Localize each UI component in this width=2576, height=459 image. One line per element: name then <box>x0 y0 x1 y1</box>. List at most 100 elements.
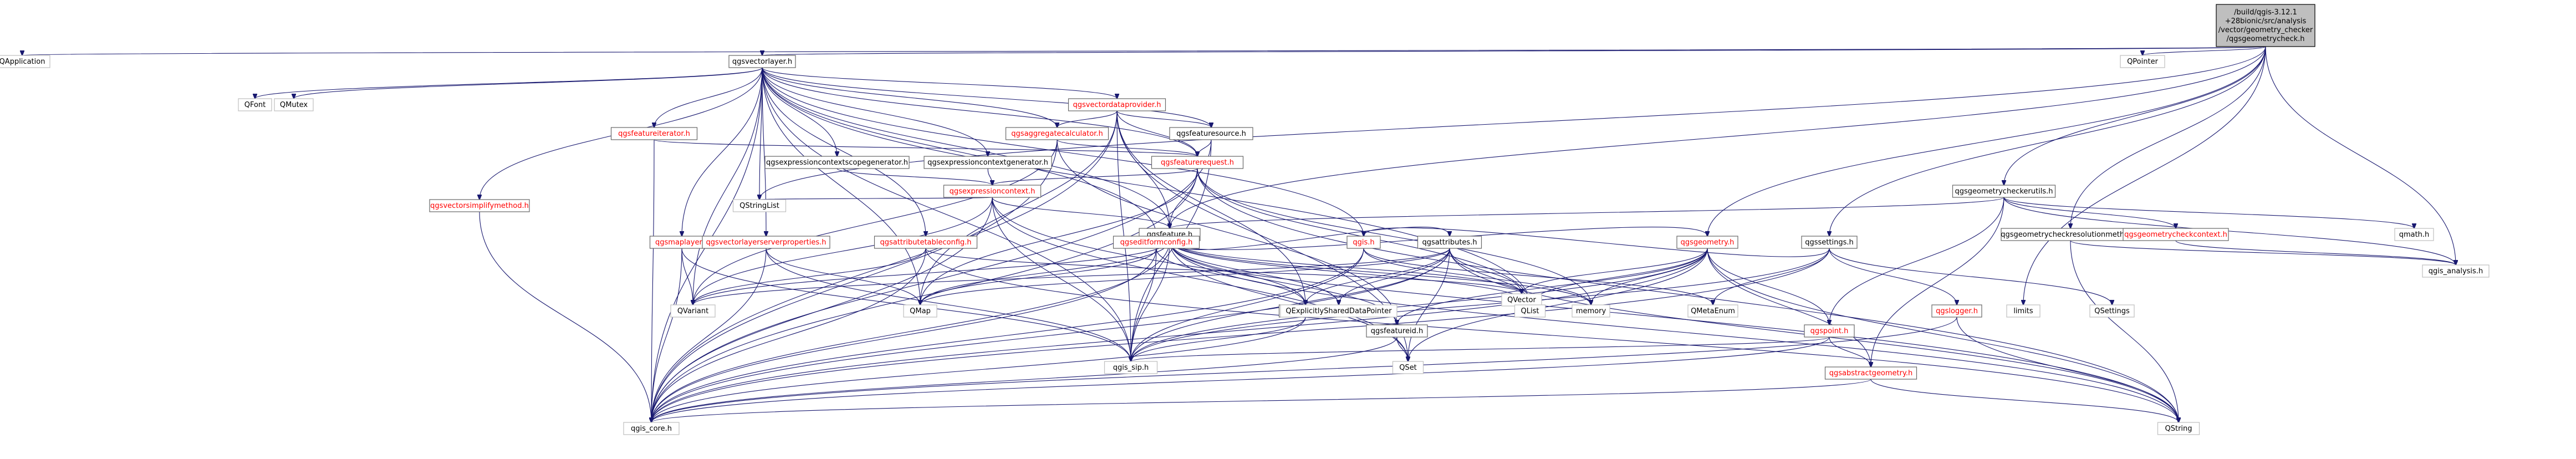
edge-qgsexpressioncontextgenerator-to-qgsexpressioncontext <box>987 168 992 185</box>
edge-qgslogger-to-qstring <box>1956 317 2179 422</box>
node-box-qgsaggregatecalculator <box>1005 127 1109 140</box>
node-qgsattributetableconfig[interactable]: qgsattributetableconfig.h <box>874 236 978 249</box>
node-qstring: QString <box>2157 422 2200 435</box>
node-qgseditformconfig[interactable]: qgseditformconfig.h <box>1113 236 1200 249</box>
node-box-qvariant <box>670 304 716 318</box>
node-label-qstring: QString <box>2165 425 2192 433</box>
node-qgsgeometrycheckerutils[interactable]: qgsgeometrycheckerutils.h <box>1952 185 2056 198</box>
node-qgsvectordataprovider[interactable]: qgsvectordataprovider.h <box>1068 98 1166 111</box>
edge-qgsvectorlayerserverproperties-to-qgis_core <box>651 248 767 422</box>
edge-qgsvectordataprovider-to-qgsfields <box>1116 110 1305 305</box>
node-label-qgsmaplayer: qgsmaplayer.h <box>655 238 708 247</box>
node-qgsvectorlayerserverproperties[interactable]: qgsvectorlayerserverproperties.h <box>702 236 830 249</box>
node-label-qvector: QVector <box>1507 296 1536 304</box>
edge-qgseditformconfig-to-qmap <box>920 248 1157 305</box>
node-label-qgsabstractgeometry: qgsabstractgeometry.h <box>1829 369 1912 378</box>
node-label-qset: QSet <box>1399 364 1417 372</box>
edge-qgis-to-qgis_core <box>651 248 1364 422</box>
node-box-qpointer <box>2120 55 2165 68</box>
node-label-qgsattributetableconfig: qgsattributetableconfig.h <box>880 238 971 247</box>
node-label-limits: limits <box>2013 307 2033 315</box>
node-qmath: qmath.h <box>2394 228 2434 241</box>
edge-qgsattributetableconfig-to-qstring <box>925 248 2179 422</box>
node-label-qpointer: QPointer <box>2127 58 2159 66</box>
edge-qgis-to-qgis_sip <box>1131 248 1364 361</box>
edge-qgsgeometry-to-qstring <box>1707 248 2179 422</box>
edge-qgsvectorlayer-to-qgsattributetableconfig <box>762 67 926 236</box>
node-qgsfeatureiterator[interactable]: qgsfeatureiterator.h <box>610 127 698 140</box>
node-qgsvectorlayer[interactable]: qgsvectorlayer.h <box>728 55 796 68</box>
node-label-qgsexpressioncontext: qgsexpressioncontext.h <box>950 187 1035 196</box>
node-label-qfont: QFont <box>244 101 266 109</box>
edge-qgsvectorlayer-to-qgsvectordataprovider <box>762 67 1117 99</box>
node-label-qgsgeometry: qgsgeometry.h <box>1681 238 1735 247</box>
edge-qgsgeometrycheckerutils-to-qgis_analysis <box>2003 197 2456 265</box>
edge-qgsgeometry-to-qgis_core <box>651 248 1708 422</box>
edge-qgseditformconfig-to-qgsfields <box>1156 248 1305 305</box>
node-qgsexpressioncontextgenerator[interactable]: qgsexpressioncontextgenerator.h <box>924 156 1052 169</box>
node-qgsgeometry[interactable]: qgsgeometry.h <box>1676 236 1738 249</box>
edge-qgsvectorlayer-to-qgsexpressioncontextgenerator <box>762 67 988 156</box>
edge-qgsexpressioncontext-to-qstringlist <box>759 197 993 200</box>
edge-qgsfeature-to-qlist <box>1169 240 1530 305</box>
node-qgsfeatureid[interactable]: qgsfeatureid.h <box>1366 324 1428 338</box>
edge-qgsvectorlayer-to-qstringlist <box>759 67 763 200</box>
node-label-qgsfeaturesource: qgsfeaturesource.h <box>1176 130 1246 138</box>
edge-qgsattributetableconfig-to-qvector <box>925 248 1522 294</box>
edge-qgsfeature-to-qgis_sip <box>1131 240 1170 361</box>
node-qgsgeometrycheckcontext[interactable]: qgsgeometrycheckcontext.h <box>2123 228 2229 241</box>
node-qgsexpressioncontext[interactable]: qgsexpressioncontext.h <box>943 185 1042 198</box>
edge-root-to-qapplication <box>22 46 2266 55</box>
node-box-limits <box>2006 304 2041 318</box>
edge-qgsattributes-to-qgsfields <box>1305 248 1450 305</box>
node-qgsvectorsimplifymethod[interactable]: qgsvectorsimplifymethod.h <box>429 199 530 212</box>
node-qgspoint[interactable]: qgspoint.h <box>1804 324 1855 338</box>
node-box-qapplication <box>0 55 50 68</box>
node-qgsfeaturerequest[interactable]: qgsfeaturerequest.h <box>1151 156 1244 169</box>
node-qgsfeaturesource[interactable]: qgsfeaturesource.h <box>1169 127 1253 140</box>
node-qgis[interactable]: qgis.h <box>1346 236 1381 249</box>
node-qgsmaplayer[interactable]: qgsmaplayer.h <box>649 236 715 249</box>
edge-qgsvectorlayer-to-qfont <box>255 67 763 99</box>
node-box-qgis_sip <box>1104 361 1158 374</box>
edge-qgsvectorlayer-to-qgsfeature <box>762 67 1170 228</box>
node-box-qgsattributes <box>1417 236 1482 249</box>
node-qgssettings[interactable]: qgssettings.h <box>1801 236 1858 249</box>
node-label-qgsaggregatecalculator: qgsaggregatecalculator.h <box>1011 130 1103 138</box>
edge-qgsfeature-to-qvariant <box>693 240 1170 305</box>
node-label-qgssettings: qgssettings.h <box>1805 238 1854 247</box>
edge-qgsvectorsimplifymethod-to-qgis_core <box>479 211 651 422</box>
edge-qgsfeatureid-to-qset <box>1396 336 1408 361</box>
node-qgsgeometrycheckresolutionmethod[interactable]: qgsgeometrycheckresolutionmethod.h <box>2001 228 2140 241</box>
edge-qgsvectordataprovider-to-qgis_core <box>651 110 1118 422</box>
node-qgsexpressioncontextscopegenerator[interactable]: qgsexpressioncontextscopegenerator.h <box>764 156 910 169</box>
edge-qgsgeometrycheckerutils-to-qgspoint <box>1829 197 2004 325</box>
node-qgsaggregatecalculator[interactable]: qgsaggregatecalculator.h <box>1005 127 1109 140</box>
node-label-qgsgeometrycheckerutils: qgsgeometrycheckerutils.h <box>1955 187 2053 196</box>
edge-qgssettings-to-qgis <box>1364 227 1830 257</box>
edge-qgsvectorlayer-to-qgsmaplayer <box>682 67 763 236</box>
node-qgslogger[interactable]: qgslogger.h <box>1931 304 1982 318</box>
edge-qgsfeaturerequest-to-qgsexpressioncontext <box>992 168 1198 185</box>
node-label-memory: memory <box>1576 307 1606 315</box>
node-label-qmetaenum: QMetaEnum <box>1691 307 1735 315</box>
node-label-qgsexpressioncontextscopegenerator: qgsexpressioncontextscopegenerator.h <box>766 159 908 167</box>
edge-qgsvectorlayer-to-qgsexpressioncontextscopegenerator <box>762 67 837 156</box>
node-label-qgsexpressioncontextgenerator: qgsexpressioncontextgenerator.h <box>927 159 1048 167</box>
node-box-qgsgeometry <box>1676 236 1738 249</box>
node-qgsattributes[interactable]: qgsattributes.h <box>1417 236 1482 249</box>
edge-qgsattributes-to-qmap <box>920 248 1450 305</box>
node-qfont: QFont <box>238 98 272 111</box>
edge-qgsgeometry-to-qgis_sip <box>1131 248 1708 361</box>
node-qgsabstractgeometry[interactable]: qgsabstractgeometry.h <box>1824 366 1917 380</box>
node-label-qgseditformconfig: qgseditformconfig.h <box>1120 238 1193 247</box>
node-box-qgis_core <box>623 422 680 435</box>
node-box-qstringlist <box>732 199 787 212</box>
node-qgis_core: qgis_core.h <box>623 422 680 435</box>
edge-root-to-qgssettings <box>1829 46 2266 236</box>
edge-qgsfeature-to-qstring <box>1169 240 2179 422</box>
edge-qgsattributes-to-qvector <box>1449 248 1522 294</box>
edge-root-to-qgsfeature <box>1170 46 2266 228</box>
node-root[interactable]: /build/qgis-3.12.1+28bionic/src/analysis… <box>2216 4 2315 47</box>
node-label-qgis_core: qgis_core.h <box>631 425 672 433</box>
